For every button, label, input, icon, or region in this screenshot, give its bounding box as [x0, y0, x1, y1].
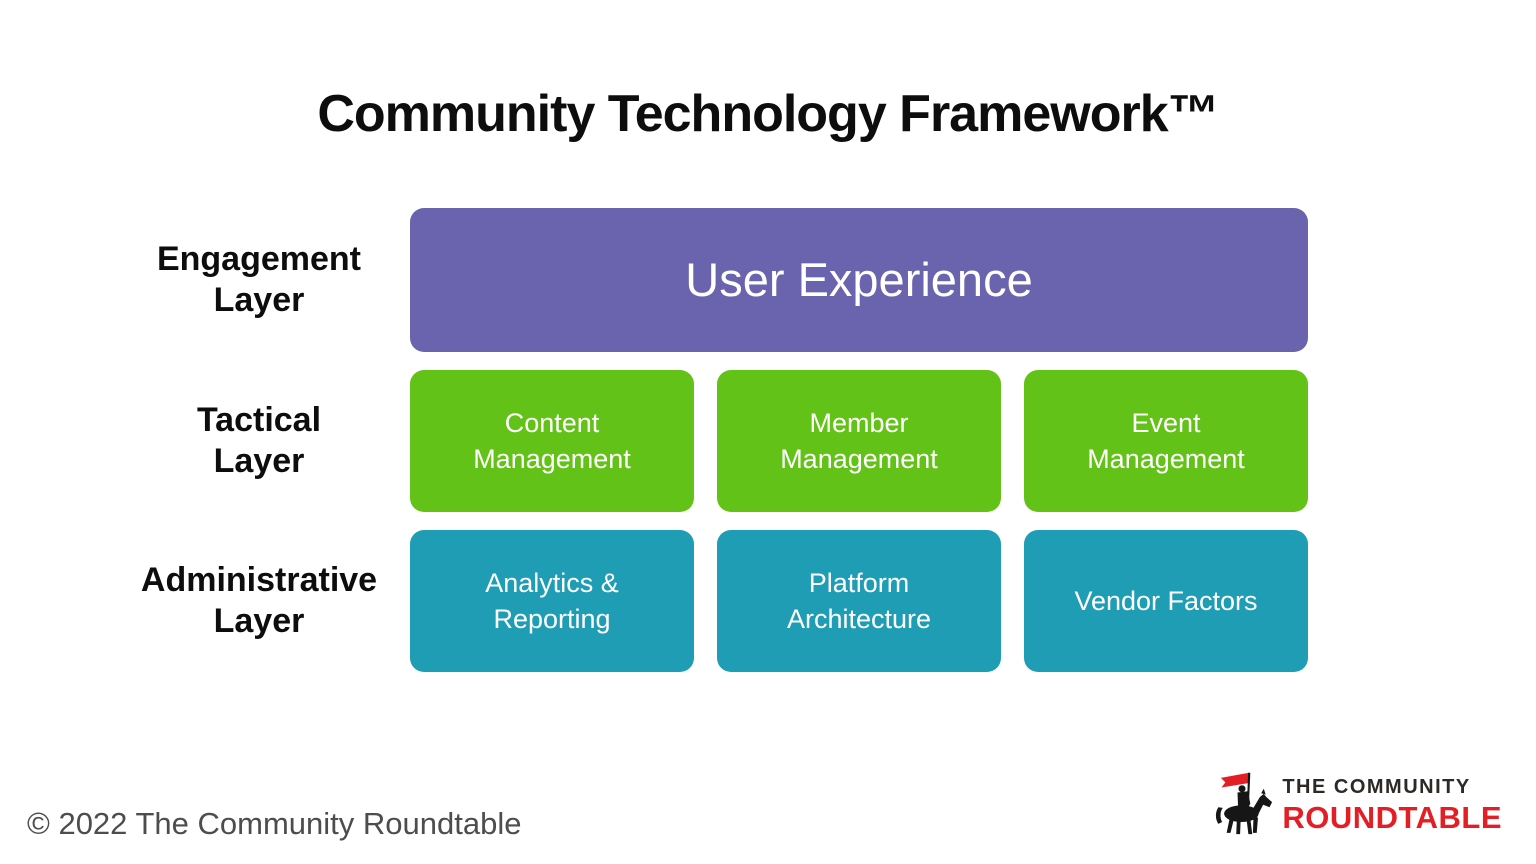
- layer-row-tactical: Tactical Layer Content Management Member…: [0, 370, 1308, 512]
- logo-line2: ROUNDTABLE: [1282, 800, 1502, 835]
- tactical-boxes: Content Management Member Management Eve…: [410, 370, 1308, 512]
- box-content-management: Content Management: [410, 370, 694, 512]
- layer-label-administrative: Administrative Layer: [140, 560, 378, 640]
- layer-row-engagement: Engagement Layer User Experience: [0, 208, 1308, 352]
- community-roundtable-logo: THE COMMUNITY ROUNDTABLE: [1210, 760, 1502, 852]
- copyright-text: © 2022 The Community Roundtable: [27, 806, 522, 841]
- layer-label-tactical: Tactical Layer: [196, 400, 322, 480]
- box-member-management: Member Management: [717, 370, 1001, 512]
- administrative-boxes: Analytics & Reporting Platform Architect…: [410, 530, 1308, 672]
- box-vendor-factors: Vendor Factors: [1024, 530, 1308, 672]
- box-analytics-reporting-label: Analytics & Reporting: [485, 567, 619, 634]
- box-member-management-label: Member Management: [780, 407, 938, 474]
- box-vendor-factors-label: Vendor Factors: [1074, 585, 1258, 616]
- layer-row-administrative: Administrative Layer Analytics & Reporti…: [0, 530, 1308, 672]
- box-user-experience: User Experience: [410, 208, 1308, 352]
- page-title: Community Technology Framework™: [317, 85, 1219, 143]
- engagement-boxes: User Experience: [410, 208, 1308, 352]
- knight-on-horse-with-flag-icon: [1216, 772, 1273, 835]
- logo-line1: THE COMMUNITY: [1282, 776, 1471, 798]
- box-analytics-reporting: Analytics & Reporting: [410, 530, 694, 672]
- box-event-management: Event Management: [1024, 370, 1308, 512]
- layer-label-engagement: Engagement Layer: [156, 239, 362, 319]
- box-event-management-label: Event Management: [1087, 407, 1245, 474]
- box-user-experience-label: User Experience: [685, 253, 1033, 307]
- box-content-management-label: Content Management: [473, 407, 631, 474]
- box-platform-architecture-label: Platform Architecture: [786, 567, 932, 634]
- box-platform-architecture: Platform Architecture: [717, 530, 1001, 672]
- logo-text: THE COMMUNITY ROUNDTABLE: [1282, 776, 1502, 836]
